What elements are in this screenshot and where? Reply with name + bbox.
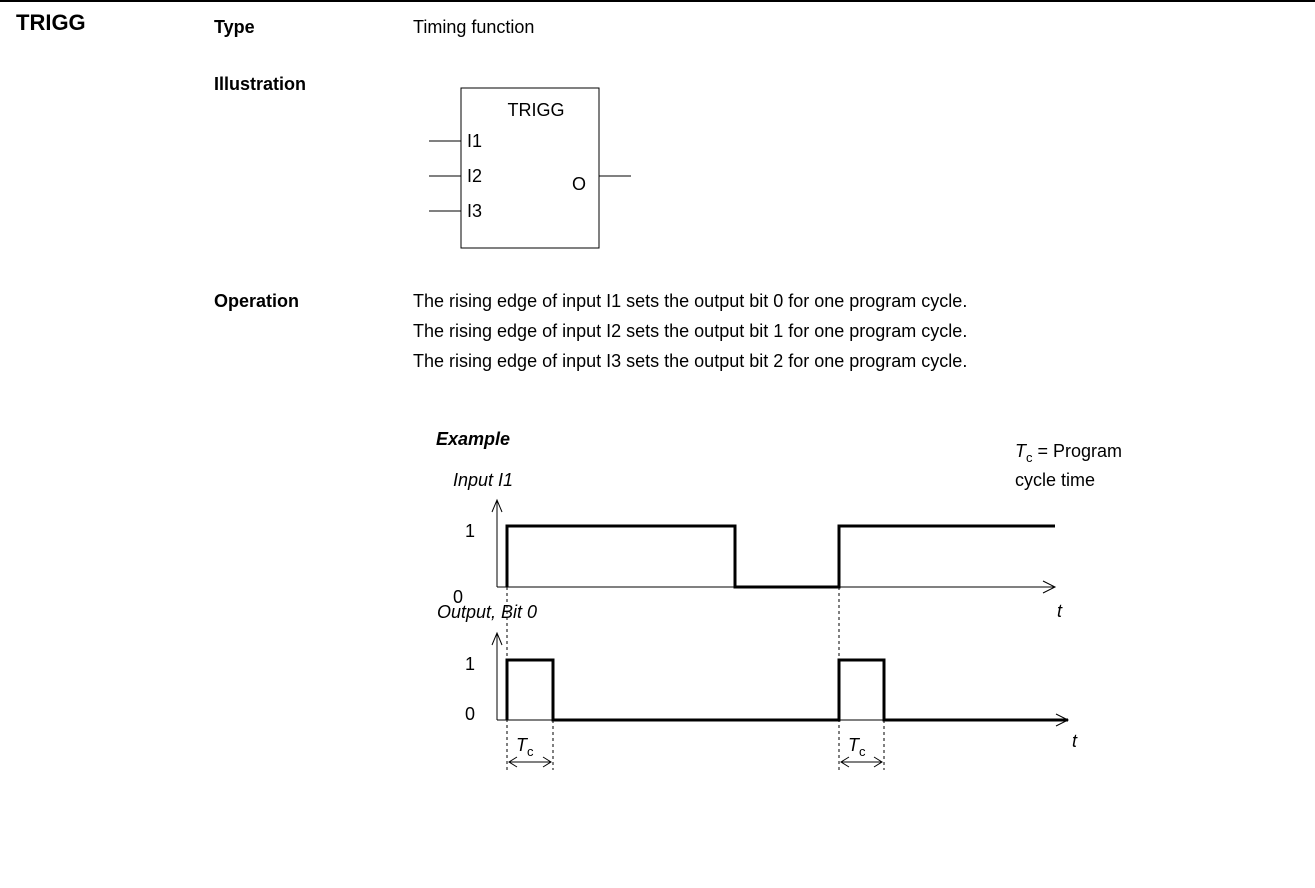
input-y-arrowhead [491,498,503,513]
svg-text:Tc: Tc [848,735,866,759]
tc-marker-1-subscript: c [527,744,534,759]
tc-marker-2-subscript: c [859,744,866,759]
output-bit0-label: Output, Bit 0 [437,602,537,622]
input-level-0: 0 [453,587,463,607]
input-i2: I2 [467,166,482,186]
input-i1-label: Input I1 [453,470,513,490]
tc-marker-2-symbol: T [848,735,861,755]
tc-note-line-2: cycle time [1015,470,1095,490]
block-name: TRIGG [508,100,565,120]
input-time-axis-label: t [1057,601,1063,621]
output-bit0-waveform [505,658,1068,722]
output-level-1: 1 [465,654,475,674]
type-label: Type [214,17,255,37]
top-rule [0,0,1315,2]
tc-note-line-1: Tc = Program [1015,441,1122,465]
tc-marker-1: Tc [508,735,552,768]
type-value: Timing function [413,17,535,37]
output-level-0: 0 [465,704,475,724]
tc-marker-2: Tc [840,735,883,768]
output-time-axis-label: t [1072,731,1078,751]
input-i3: I3 [467,201,482,221]
input-level-1: 1 [465,521,475,541]
example-heading: Example [436,429,510,449]
output-o: O [572,174,586,194]
section-title: TRIGG [16,10,86,35]
input-x-arrowhead [1042,580,1057,594]
svg-text:Tc: Tc [516,735,534,759]
input-i1-waveform [505,524,1055,589]
tc-note-subscript: c [1026,450,1033,465]
illustration-label: Illustration [214,74,307,94]
tc-marker-1-symbol: T [516,735,529,755]
block-box [460,87,600,249]
operation-line-3: The rising edge of input I3 sets the out… [413,351,968,371]
operation-label: Operation [214,291,300,311]
tc-note-symbol: T [1015,441,1028,461]
output-y-arrowhead [491,631,503,646]
input-i1: I1 [467,131,482,151]
operation-line-2: The rising edge of input I2 sets the out… [413,321,968,341]
tc-note-text: = Program [1033,441,1123,461]
operation-line-1: The rising edge of input I1 sets the out… [413,291,968,311]
